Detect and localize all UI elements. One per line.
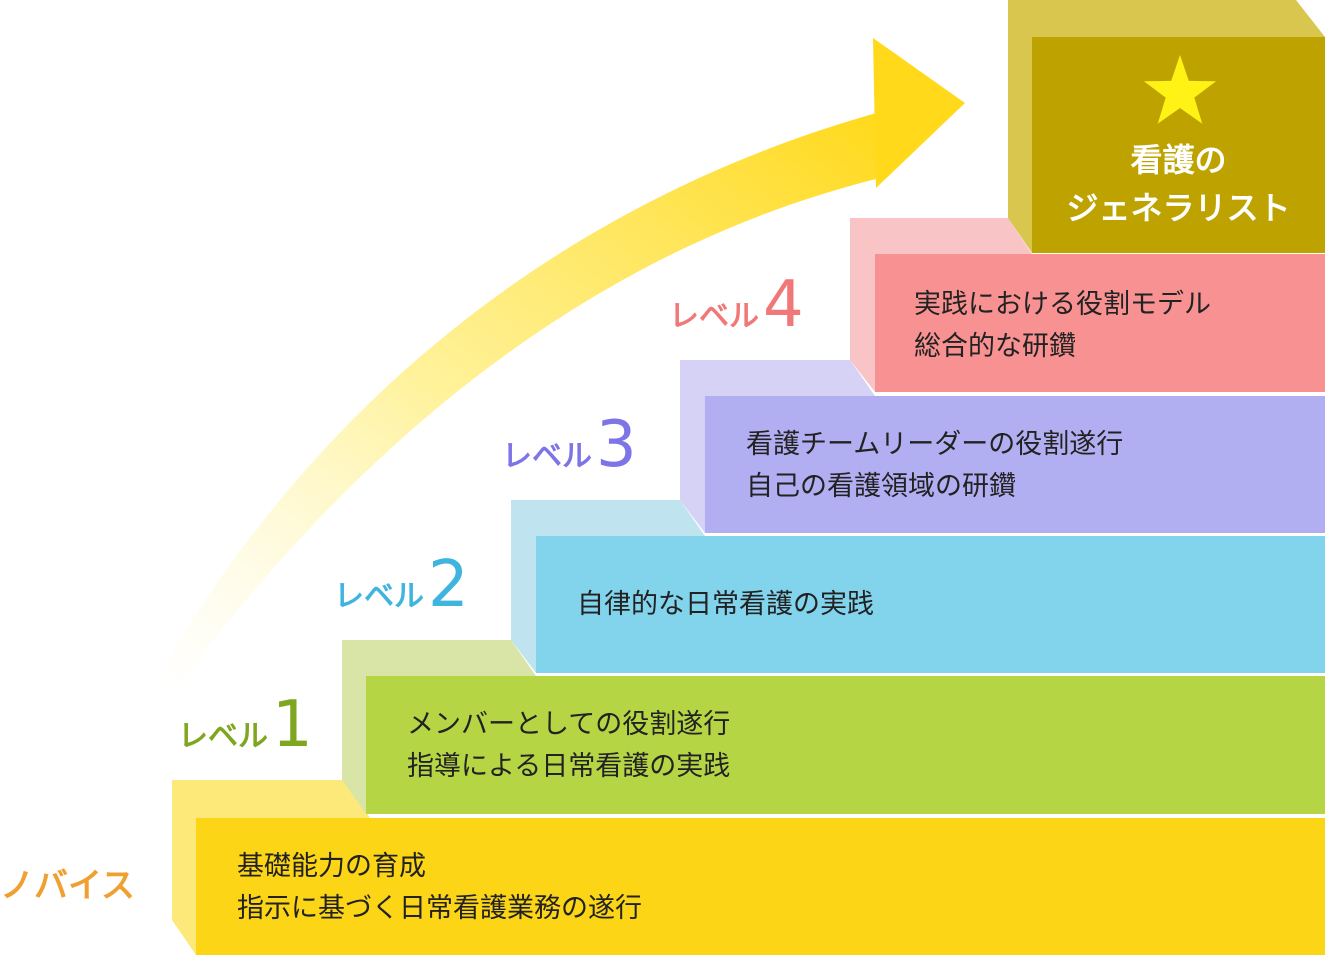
arrow-body bbox=[150, 112, 880, 690]
level4-line-1: 実践における役割モデル bbox=[914, 289, 1211, 320]
level2-step-side bbox=[511, 500, 705, 673]
level3-step-block bbox=[680, 360, 1325, 533]
level4-step-text: 実践における役割モデル 総合的な研鑽 bbox=[914, 284, 1211, 368]
base-step-text: 基礎能力の育成 指示に基づく日常看護業務の遂行 bbox=[237, 846, 642, 930]
star-icon bbox=[1143, 55, 1217, 124]
goal-text: 看護の ジェネラリスト bbox=[1032, 136, 1325, 232]
level3-step-front bbox=[705, 396, 1325, 533]
level1-label: レベル1 bbox=[178, 688, 313, 762]
novice-label: ノバイス bbox=[0, 866, 135, 906]
level1-line-1: メンバーとしての役割遂行 bbox=[407, 709, 731, 740]
level2-line-1: 自律的な日常看護の実践 bbox=[577, 589, 874, 620]
level1-step-text: メンバーとしての役割遂行 指導による日常看護の実践 bbox=[407, 704, 730, 788]
level3-line-1: 看護チームリーダーの役割遂行 bbox=[746, 429, 1124, 460]
level4-number: 4 bbox=[763, 268, 804, 342]
level1-step-side bbox=[342, 640, 536, 814]
base-step-block bbox=[172, 780, 1325, 955]
base-step-front bbox=[196, 818, 1325, 955]
level3-step-text: 看護チームリーダーの役割遂行 自己の看護領域の研鑽 bbox=[746, 424, 1123, 508]
goal-line-2: ジェネラリスト bbox=[1066, 189, 1291, 227]
base-line-1: 基礎能力の育成 bbox=[237, 851, 426, 882]
level2-step-block bbox=[511, 500, 1325, 673]
goal-block bbox=[1008, 0, 1325, 253]
level4-line-2: 総合的な研鑽 bbox=[914, 331, 1076, 362]
level4-step-block bbox=[850, 218, 1325, 392]
level3-label: レベル3 bbox=[502, 408, 637, 482]
level2-number: 2 bbox=[428, 548, 469, 622]
level3-word: レベル bbox=[502, 439, 592, 474]
level1-word: レベル bbox=[178, 719, 268, 754]
progress-arrow bbox=[150, 38, 965, 690]
level1-step-front bbox=[366, 676, 1325, 814]
level2-step-text: 自律的な日常看護の実践 bbox=[577, 584, 874, 626]
level1-number: 1 bbox=[272, 688, 313, 762]
level2-word: レベル bbox=[334, 579, 424, 614]
arrow-head bbox=[873, 38, 965, 188]
base-line-2: 指示に基づく日常看護業務の遂行 bbox=[237, 893, 642, 924]
level1-step-block bbox=[342, 640, 1325, 814]
base-step-side bbox=[172, 780, 370, 955]
level4-step-side bbox=[850, 218, 1032, 392]
level4-label: レベル4 bbox=[669, 268, 804, 342]
level3-number: 3 bbox=[596, 408, 637, 482]
level1-line-2: 指導による日常看護の実践 bbox=[407, 751, 731, 782]
level3-step-side bbox=[680, 360, 875, 533]
goal-block-side bbox=[1008, 0, 1325, 253]
level3-line-2: 自己の看護領域の研鑽 bbox=[746, 471, 1016, 502]
level4-word: レベル bbox=[669, 299, 759, 334]
level4-step-front bbox=[875, 254, 1325, 392]
goal-line-1: 看護の bbox=[1130, 141, 1227, 179]
level2-label: レベル2 bbox=[334, 548, 469, 622]
level2-step-front bbox=[536, 536, 1325, 673]
